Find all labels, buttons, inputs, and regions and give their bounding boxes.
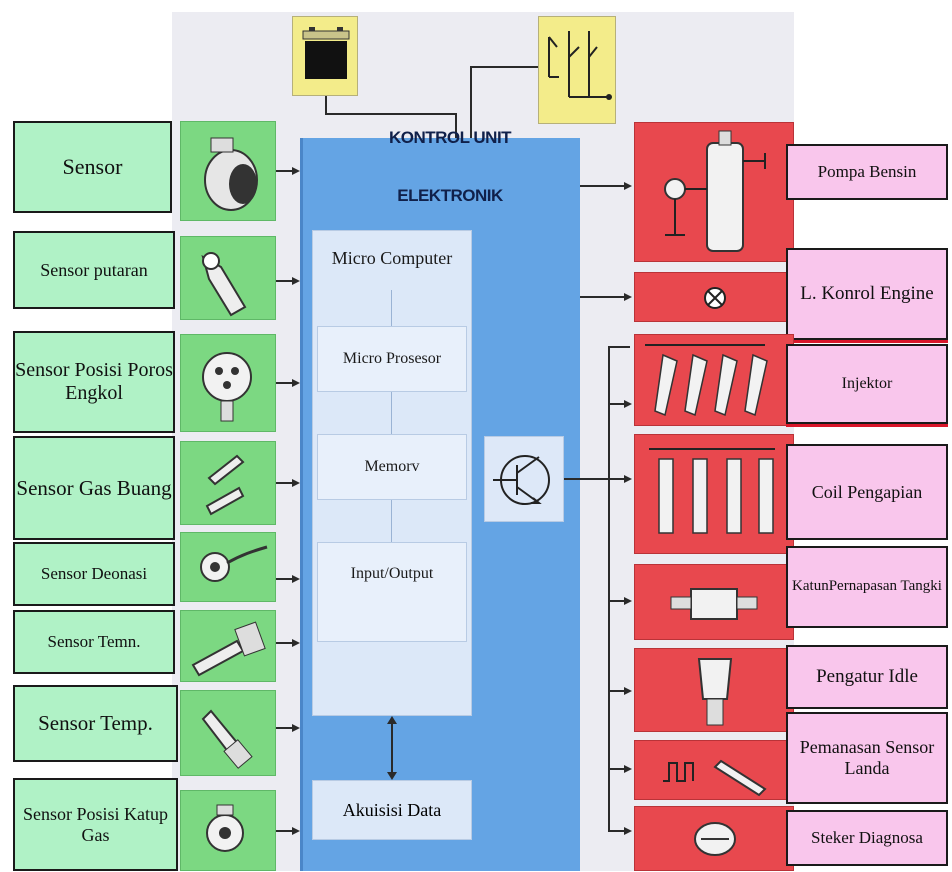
sensor-pic-6 [180, 610, 276, 682]
sensor-pic-1 [180, 121, 276, 221]
actuator-label-3: Injektor [786, 344, 948, 424]
sensor-label-5: Sensor Deonasi [13, 542, 175, 606]
actuator-pic-1 [634, 122, 794, 262]
actuator-pic-5 [634, 564, 794, 640]
sensor-pic-5 [180, 532, 276, 602]
actuator-pic-8 [634, 806, 794, 871]
sensor-label-6: Sensor Temn. [13, 610, 175, 674]
fuel-pump-icon [635, 123, 795, 263]
actuator-label-6: Pengatur Idle [786, 645, 948, 709]
distributor-icon [181, 335, 277, 433]
sensor-pic-8 [180, 790, 276, 871]
injector-icon [635, 335, 795, 427]
heater-icon [635, 741, 795, 801]
air-flow-meter-icon [181, 122, 277, 222]
sensor-pic-7 [180, 690, 276, 776]
actuator-pic-4 [634, 434, 794, 554]
micro-computer-label: Micro Computer [312, 248, 472, 269]
transistor-icon [485, 437, 565, 523]
actuator-pic-7 [634, 740, 794, 800]
actuator-pic-6 [634, 648, 794, 732]
battery-box [292, 16, 358, 96]
input-output-box: Input/Output [317, 542, 467, 642]
akuisisi-data-box: Akuisisi Data [312, 780, 472, 840]
actuator-label-4: Coil Pengapian [786, 444, 948, 540]
speed-sensor-icon [181, 237, 277, 321]
oxygen-sensor-icon [181, 442, 277, 526]
sensor-pic-3 [180, 334, 276, 432]
actuator-pic-2 [634, 272, 794, 322]
sensor-label-4: Sensor Gas Buang [13, 436, 175, 540]
battery-icon [293, 17, 359, 97]
ignition-coil-icon [635, 435, 795, 555]
sensor-label-7: Sensor Temp. [13, 685, 178, 762]
actuator-label-1: Pompa Bensin [786, 144, 948, 200]
temperature-sensor-icon [181, 611, 277, 683]
lamp-icon [635, 273, 795, 323]
micro-prosesor-box: Micro Prosesor [317, 326, 467, 392]
actuator-label-5: KatunPernapasan Tangki [786, 546, 948, 628]
transistor-box [484, 436, 564, 522]
diagnostic-plug-icon [635, 807, 795, 872]
actuator-pic-3 [634, 334, 794, 426]
switch-box [538, 16, 616, 124]
sensor-pic-2 [180, 236, 276, 320]
valve-icon [635, 565, 795, 641]
actuator-label-8: Steker Diagnosa [786, 810, 948, 866]
sensor-label-3: Sensor Posisi Poros Engkol [13, 331, 175, 433]
idle-control-icon [635, 649, 795, 733]
actuator-label-7: Pemanasan Sensor Landa [786, 712, 948, 804]
sensor-pic-4 [180, 441, 276, 525]
ecu-title-line1: KONTROL UNIT [370, 128, 530, 148]
knock-sensor-icon [181, 533, 277, 603]
memory-box: Memorv [317, 434, 467, 500]
temperature-sensor-icon [181, 691, 277, 777]
actuator-label-2: L. Konrol Engine [786, 248, 948, 340]
sensor-label-2: Sensor putaran [13, 231, 175, 309]
sensor-label-1: Sensor [13, 121, 172, 213]
ecu-title-line2: ELEKTRONIK [370, 186, 530, 206]
switch-icon [539, 17, 617, 125]
throttle-sensor-icon [181, 791, 277, 872]
input-output-label: Input/Output [351, 565, 434, 583]
sensor-label-8: Sensor Posisi Katup Gas [13, 778, 178, 871]
